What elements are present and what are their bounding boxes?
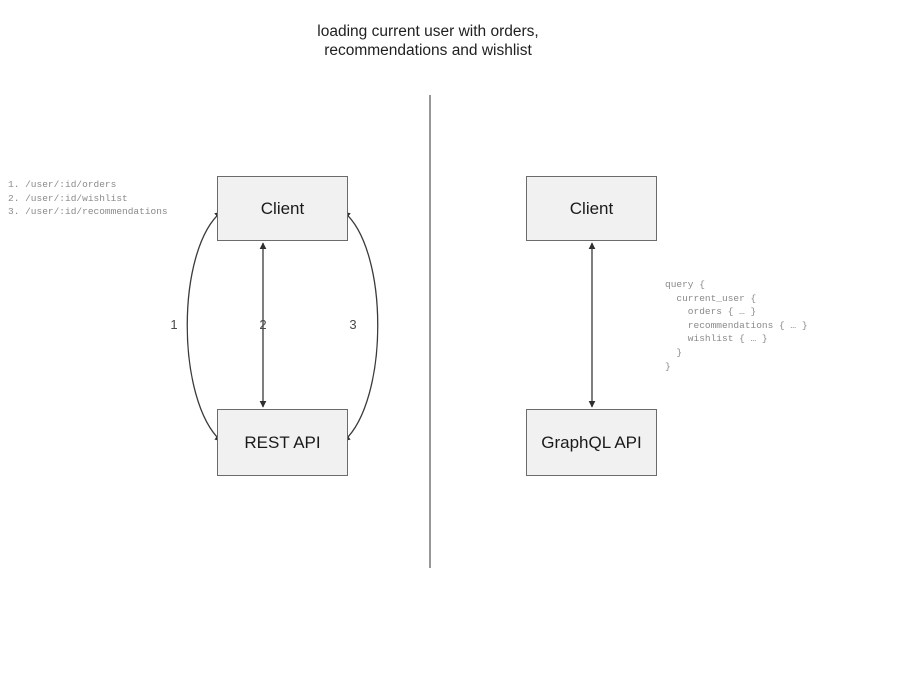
node-rest-api-label: REST API (244, 432, 321, 452)
node-client-rest[interactable]: Client (217, 176, 348, 241)
node-client-rest-label: Client (260, 198, 305, 218)
edge-label-3: 3 (349, 317, 357, 332)
graphql-query-block: query { current_user { orders { … } reco… (665, 279, 808, 372)
rest-edge-1-curve (186, 211, 222, 442)
node-graphql-api-label: GraphQL API (541, 432, 642, 452)
node-client-graphql-label: Client (569, 198, 614, 218)
edge-label-2: 2 (259, 317, 267, 332)
rest-endpoints-list: 1. /user/:id/orders 2. /user/:id/wishlis… (8, 179, 168, 218)
diagram-title: loading current user with orders, recomm… (317, 23, 539, 59)
node-graphql-api[interactable]: GraphQL API (526, 409, 657, 476)
node-rest-api[interactable]: REST API (217, 409, 348, 476)
node-client-graphql[interactable]: Client (526, 176, 657, 241)
edge-label-1: 1 (170, 317, 178, 332)
